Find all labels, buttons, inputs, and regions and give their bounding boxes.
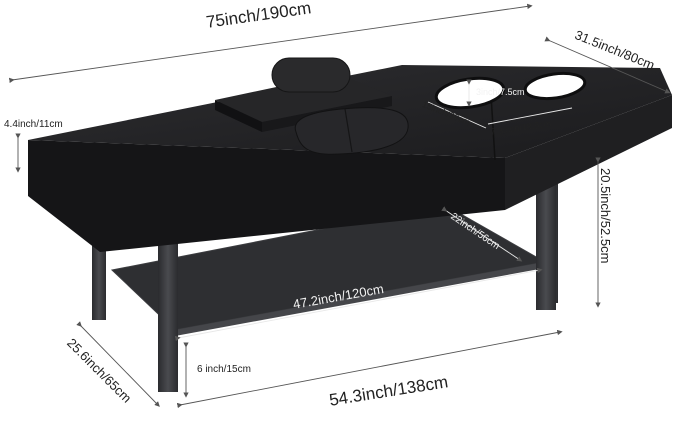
label-face-hole-depth: 3inch/7.5cm <box>476 87 525 97</box>
kidney-pillow-seam <box>344 108 353 153</box>
dim-line-base-width <box>76 321 160 407</box>
table-front-side <box>28 140 505 252</box>
dim-line-hole-width <box>487 107 573 125</box>
dim-line-shelf-length <box>174 267 543 342</box>
dim-line-base-length <box>176 329 563 409</box>
kidney-pillow <box>294 107 409 155</box>
dim-line-shelf-depth <box>441 206 523 262</box>
flat-pad-side <box>215 100 262 132</box>
label-height: 20.5inch/52.5cm <box>598 168 613 264</box>
dim-line-hole-length <box>427 101 487 129</box>
label-shelf-clearance: 6 inch/15cm <box>197 364 251 375</box>
dim-line-overall-length <box>8 3 533 84</box>
dimension-lines <box>8 3 671 409</box>
label-pad-thickness: 4.4inch/11cm <box>4 119 63 130</box>
table-end-side <box>505 95 672 210</box>
round-bolster <box>271 57 351 93</box>
flat-pad-top <box>215 74 392 122</box>
front-left-leg <box>158 232 178 392</box>
dim-line-width <box>544 36 671 94</box>
